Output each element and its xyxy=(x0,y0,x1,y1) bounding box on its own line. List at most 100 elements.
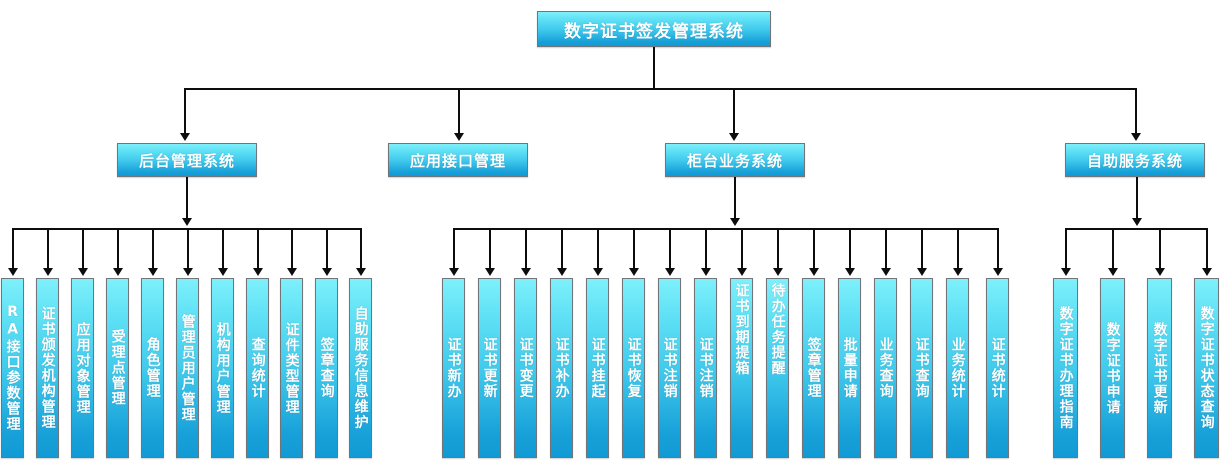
connector-leaf-g3-1 xyxy=(1112,228,1114,270)
node-branch-counter[interactable]: 柜台业务系统 xyxy=(665,143,805,177)
connector-leaf-g2-13 xyxy=(921,228,923,270)
node-leaf-business-query[interactable]: 业务查询 xyxy=(874,278,897,458)
node-branch-api[interactable]: 应用接口管理 xyxy=(388,143,528,177)
arrow-leaf-g2-6 xyxy=(665,268,675,276)
node-leaf-cert-new[interactable]: 证书新办 xyxy=(442,278,465,458)
arrow-leaf-g0-3 xyxy=(113,268,123,276)
node-leaf-cert-reissue[interactable]: 证书补办 xyxy=(550,278,573,458)
connector-leaf-g2-15 xyxy=(997,228,999,270)
node-branch-back-office[interactable]: 后台管理系统 xyxy=(117,143,257,177)
connector-drop-branch-3 xyxy=(1135,88,1137,135)
arrow-group2-stem xyxy=(730,218,740,226)
connector-drop-branch-0 xyxy=(184,88,186,135)
connector-group0-bus xyxy=(12,228,360,230)
node-leaf-seal-mgmt[interactable]: 签章管理 xyxy=(802,278,825,458)
node-leaf-query-statistics[interactable]: 查询统计 xyxy=(246,278,269,458)
arrow-leaf-g0-8 xyxy=(287,268,297,276)
connector-leaf-g2-8 xyxy=(741,228,743,270)
arrow-branch-2 xyxy=(729,133,739,141)
arrow-leaf-g0-7 xyxy=(253,268,263,276)
arrow-leaf-g0-5 xyxy=(183,268,193,276)
connector-leaf-g3-0 xyxy=(1065,228,1067,270)
connector-leaf-g0-3 xyxy=(117,228,119,270)
node-leaf-role-mgmt[interactable]: 角色管理 xyxy=(141,278,164,458)
node-leaf-cert-change[interactable]: 证书变更 xyxy=(514,278,537,458)
arrow-branch-1 xyxy=(454,133,464,141)
connector-leaf-g0-7 xyxy=(257,228,259,270)
connector-group2-stem xyxy=(734,177,736,220)
arrow-leaf-g0-10 xyxy=(356,268,366,276)
connector-leaf-g2-14 xyxy=(957,228,959,270)
arrow-branch-0 xyxy=(180,133,190,141)
node-leaf-cert-suspend[interactable]: 证书挂起 xyxy=(586,278,609,458)
node-leaf-cert-revoke-2[interactable]: 证书注销 xyxy=(694,278,717,458)
node-leaf-app-object-mgmt[interactable]: 应用对象管理 xyxy=(71,278,94,458)
connector-root-stem xyxy=(653,47,655,88)
arrow-leaf-g2-2 xyxy=(521,268,531,276)
node-leaf-cert-status-query[interactable]: 数字证书状态查询 xyxy=(1194,278,1219,458)
node-leaf-cert-update[interactable]: 数字证书更新 xyxy=(1147,278,1172,458)
node-leaf-cert-apply[interactable]: 数字证书申请 xyxy=(1100,278,1125,458)
arrow-leaf-g3-3 xyxy=(1202,268,1212,276)
arrow-leaf-g2-7 xyxy=(701,268,711,276)
connector-leaf-g0-8 xyxy=(291,228,293,270)
arrow-leaf-g0-9 xyxy=(322,268,332,276)
connector-leaf-g0-9 xyxy=(326,228,328,270)
arrow-leaf-g2-5 xyxy=(629,268,639,276)
node-leaf-acceptance-point-mgmt[interactable]: 受理点管理 xyxy=(106,278,129,458)
node-leaf-id-type-mgmt[interactable]: 证件类型管理 xyxy=(280,278,303,458)
node-leaf-pending-task-reminder[interactable]: 待办任务提醒 xyxy=(766,278,789,458)
node-leaf-cert-revoke-1[interactable]: 证书注销 xyxy=(658,278,681,458)
node-leaf-ca-org-mgmt[interactable]: 证书颁发机构管理 xyxy=(36,278,59,458)
connector-leaf-g0-6 xyxy=(222,228,224,270)
arrow-leaf-g2-12 xyxy=(881,268,891,276)
connector-leaf-g0-10 xyxy=(360,228,362,270)
node-leaf-admin-user-mgmt[interactable]: 管理员用户管理 xyxy=(176,278,199,458)
connector-leaf-g2-6 xyxy=(669,228,671,270)
node-leaf-cert-expiry-box[interactable]: 证书到期提箱 xyxy=(730,278,753,458)
arrow-leaf-g3-1 xyxy=(1108,268,1118,276)
node-leaf-self-service-info-maint[interactable]: 自助服务信息维护 xyxy=(349,278,372,458)
connector-drop-branch-1 xyxy=(458,88,460,135)
arrow-leaf-g3-2 xyxy=(1155,268,1165,276)
connector-level2-bus xyxy=(184,88,1136,90)
connector-leaf-g2-4 xyxy=(597,228,599,270)
connector-group0-stem xyxy=(186,177,188,220)
connector-leaf-g2-7 xyxy=(705,228,707,270)
node-leaf-batch-application[interactable]: 批量申请 xyxy=(838,278,861,458)
arrow-leaf-g2-11 xyxy=(845,268,855,276)
connector-leaf-g2-11 xyxy=(849,228,851,270)
node-branch-self-service[interactable]: 自助服务系统 xyxy=(1065,143,1205,177)
arrow-leaf-g0-4 xyxy=(148,268,158,276)
node-leaf-org-user-mgmt[interactable]: 机构用户管理 xyxy=(211,278,234,458)
node-leaf-cert-restore[interactable]: 证书恢复 xyxy=(622,278,645,458)
arrow-leaf-g2-13 xyxy=(917,268,927,276)
arrow-leaf-g2-3 xyxy=(557,268,567,276)
arrow-group0-stem xyxy=(182,218,192,226)
node-leaf-cert-statistics[interactable]: 证书统计 xyxy=(986,278,1009,458)
node-leaf-ra-interface-params[interactable]: RA接口参数管理 xyxy=(1,278,24,458)
node-leaf-business-statistics[interactable]: 业务统计 xyxy=(946,278,969,458)
connector-leaf-g3-2 xyxy=(1159,228,1161,270)
connector-leaf-g0-5 xyxy=(187,228,189,270)
node-leaf-cert-guide[interactable]: 数字证书办理指南 xyxy=(1053,278,1078,458)
connector-leaf-g3-3 xyxy=(1206,228,1208,270)
node-leaf-cert-query[interactable]: 证书查询 xyxy=(910,278,933,458)
arrow-leaf-g0-0 xyxy=(8,268,18,276)
connector-leaf-g2-0 xyxy=(453,228,455,270)
connector-leaf-g2-10 xyxy=(813,228,815,270)
arrow-leaf-g2-8 xyxy=(737,268,747,276)
arrow-group3-stem xyxy=(1132,218,1142,226)
node-root[interactable]: 数字证书签发管理系统 xyxy=(537,11,771,47)
connector-group3-stem xyxy=(1136,177,1138,220)
arrow-leaf-g2-10 xyxy=(809,268,819,276)
connector-group2-bus xyxy=(453,228,998,230)
node-leaf-cert-renew[interactable]: 证书更新 xyxy=(478,278,501,458)
node-leaf-seal-query[interactable]: 签章查询 xyxy=(315,278,338,458)
connector-drop-branch-2 xyxy=(733,88,735,135)
arrow-leaf-g2-14 xyxy=(953,268,963,276)
arrow-leaf-g2-9 xyxy=(773,268,783,276)
connector-leaf-g2-2 xyxy=(525,228,527,270)
arrow-leaf-g2-15 xyxy=(993,268,1003,276)
arrow-leaf-g3-0 xyxy=(1061,268,1071,276)
